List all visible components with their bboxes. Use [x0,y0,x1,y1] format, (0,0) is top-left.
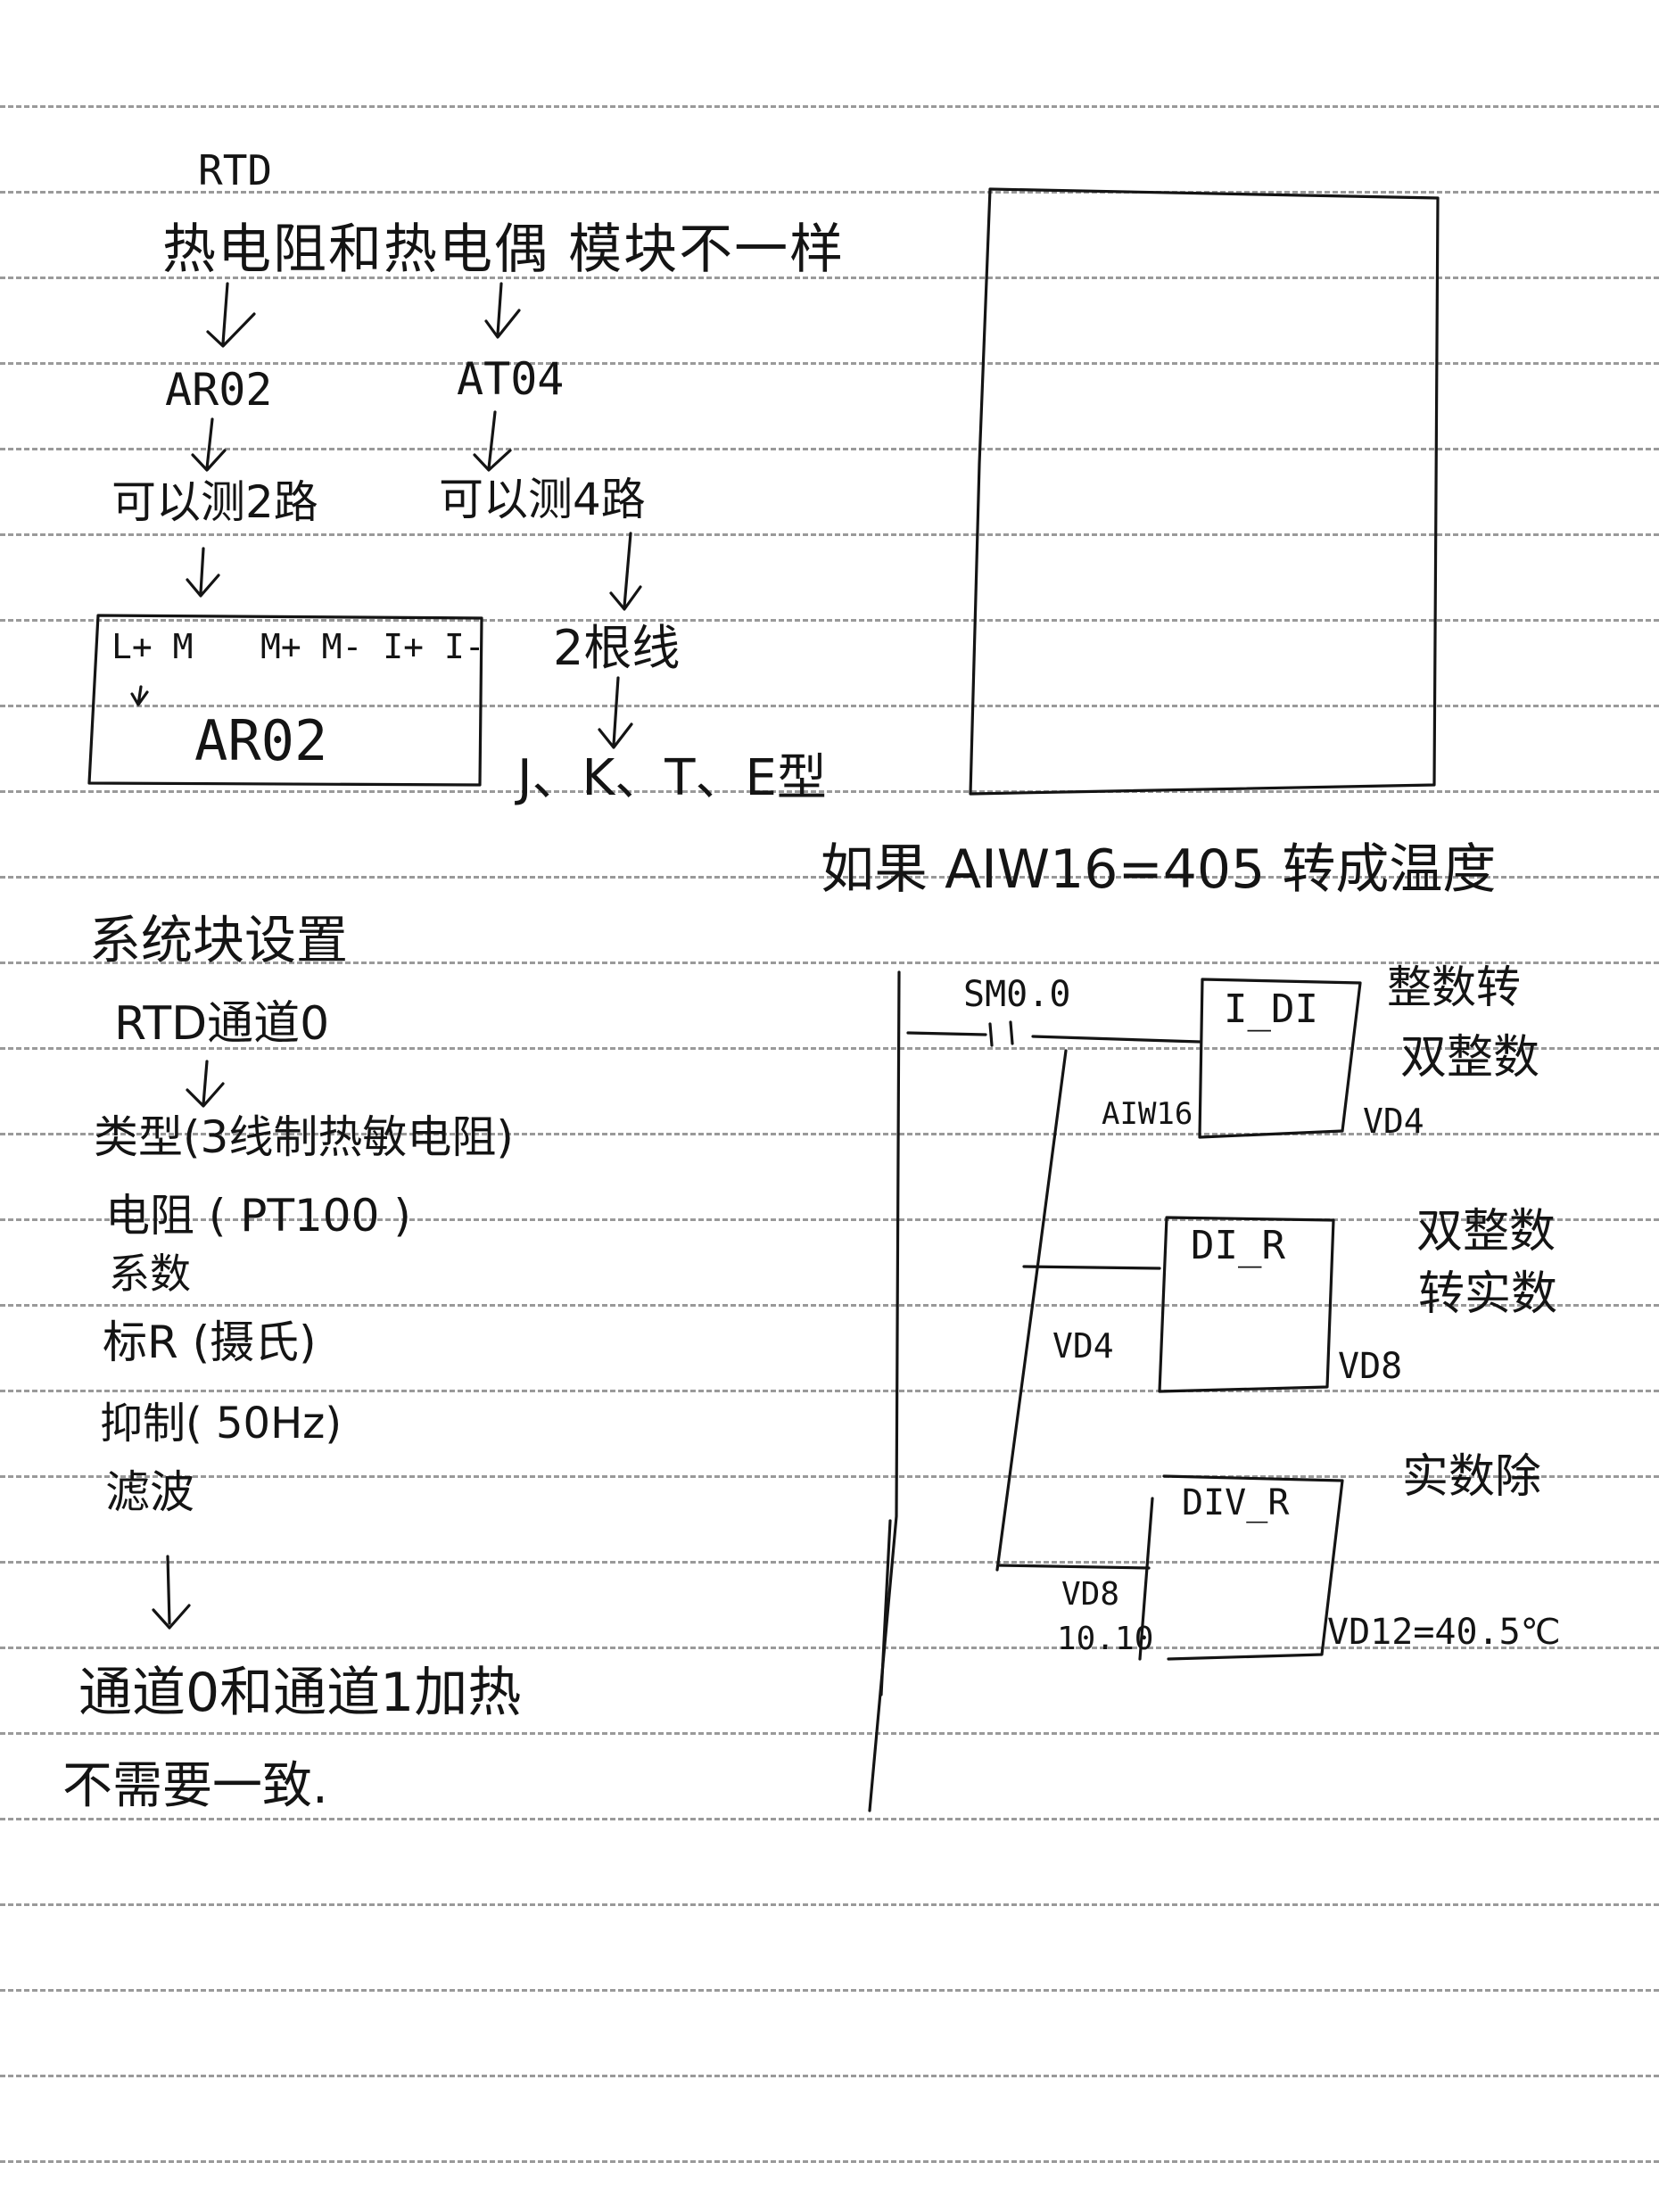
block3-input-1: VD8 [1061,1576,1120,1613]
block2-note-1: 双整数 [1416,1205,1556,1259]
channel-note-line-2: 不需要一致. [62,1757,328,1815]
setting-filter: 滤波 [105,1466,194,1518]
power-rail-tail [879,1519,892,1696]
thermocouple-types: J、K、T、E型 [517,749,827,807]
setting-scale: 标R (摄氏) [103,1316,317,1368]
ruled-line [0,2160,1659,2163]
arrow-down-icon [484,282,521,339]
block1-input: AIW16 [1102,1096,1193,1132]
rung-line [1031,1035,1201,1044]
ruled-line [0,362,1659,365]
setting-type: 类型(3线制热敏电阻) [94,1111,514,1163]
module-at04-label: AT04 [457,353,565,405]
system-block-settings: 系统块设置 [89,910,349,970]
ruled-line [0,1475,1659,1478]
arrow-down-icon [609,532,642,611]
module-ar02-label: AR02 [165,364,273,416]
ruled-line [0,1133,1659,1135]
branch-to-block3 [997,1564,1151,1570]
block3-note: 实数除 [1402,1450,1542,1504]
arrow-down-icon [186,547,220,598]
module-box-outline [87,614,483,787]
ruled-line [0,1903,1659,1906]
block1-output: VD4 [1363,1102,1424,1141]
heading-rtd-vs-tc: 热电阻和热电偶 模块不一样 [162,219,846,281]
ruled-line [0,2075,1659,2077]
module-terminals-left: L+ M [111,627,194,666]
ruled-line [0,790,1659,793]
block2-input: VD4 [1052,1326,1114,1366]
ruled-line [0,962,1659,964]
arrow-down-icon [206,282,256,348]
ruled-line [0,1647,1659,1649]
channel-note-line-1: 通道0和通道1加热 [78,1662,522,1724]
arrow-down-icon [191,417,227,472]
ladder-heading: 如果 AIW16=405 转成温度 [821,838,1497,901]
ruled-line [0,876,1659,879]
ruled-line [0,619,1659,622]
ruled-line [0,705,1659,707]
at04-channel-note: 可以测4路 [439,474,646,525]
block2-note-2: 转实数 [1418,1267,1558,1321]
arrow-down-icon [598,676,633,749]
power-rail [868,970,901,1812]
ruled-line [0,1390,1659,1392]
branch-to-block2 [1022,1265,1161,1270]
ruled-line [0,1989,1659,1992]
block1-note-1: 整数转 [1387,962,1521,1013]
block3-output: VD12=40.5℃ [1327,1612,1561,1653]
module-box-name: AR02 [194,708,328,773]
block1-note-2: 双整数 [1400,1031,1540,1085]
branch-line [995,1049,1068,1572]
empty-rectangle [969,187,1440,796]
rtd-channel-0: RTD通道0 [114,997,330,1051]
block2-outline [1158,1216,1335,1393]
block1-name: I_DI [1224,986,1318,1032]
setting-resistor: 电阻 ( PT100 ) [105,1190,411,1242]
arrow-down-icon [186,1060,225,1108]
ruled-line [0,191,1659,194]
setting-suppression: 抑制( 50Hz) [100,1399,343,1449]
block2-name: DI_R [1191,1223,1285,1268]
rtd-label: RTD [198,146,273,194]
two-wires-note: 2根线 [553,620,681,676]
ruled-line [0,276,1659,279]
contact-rung [906,1031,987,1036]
ruled-line [0,1218,1659,1221]
block3-outline [1138,1474,1344,1661]
ruled-line [0,1561,1659,1564]
ar02-channel-note: 可以测2路 [111,476,318,528]
arrow-down-icon [152,1555,191,1630]
module-terminals-right: M+ M- I+ I- [260,627,485,666]
ruled-line [0,1732,1659,1735]
block3-input-2: 10.10 [1057,1621,1154,1657]
ruled-line [0,105,1659,108]
contact-label: SM0.0 [963,974,1071,1015]
block3-name: DIV_R [1182,1482,1290,1523]
ruled-line [0,1047,1659,1050]
terminal-arrow-icon [130,685,149,706]
ruled-line [0,1818,1659,1820]
ruled-line [0,533,1659,536]
block2-output: VD8 [1338,1346,1403,1387]
arrow-down-icon [473,410,512,472]
ruled-line [0,448,1659,450]
ruled-line [0,1304,1659,1307]
setting-coefficient: 系数 [109,1250,191,1298]
contact-symbol [988,1020,1014,1047]
block1-outline [1198,978,1362,1139]
